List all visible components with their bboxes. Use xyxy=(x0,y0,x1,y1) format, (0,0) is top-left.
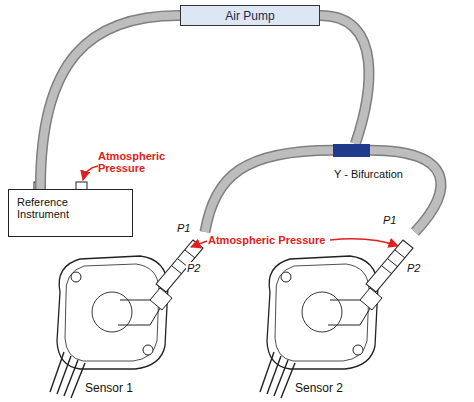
air-tube xyxy=(370,150,441,232)
pressure-sensor xyxy=(260,240,413,398)
pressure-arrow xyxy=(83,166,98,180)
node-label: Sensor 1 xyxy=(85,381,133,395)
tube-stroke xyxy=(40,15,180,189)
tube-stroke xyxy=(205,150,333,232)
tube-stroke xyxy=(205,150,333,232)
node-label: Y - Bifurcation xyxy=(334,168,403,180)
pump-box: Air Pump xyxy=(180,5,320,26)
port-label: P1 xyxy=(382,214,397,226)
node-label: Air Pump xyxy=(225,9,274,23)
air-tube xyxy=(40,15,180,189)
pressure-sensor xyxy=(50,240,203,398)
tube-stroke xyxy=(320,15,369,143)
bifurcation-block xyxy=(333,144,370,157)
port-label: P2 xyxy=(186,262,201,274)
sensor: Sensor 2 xyxy=(255,225,430,400)
pressure-arrow xyxy=(330,239,398,246)
tube-stroke xyxy=(370,150,441,232)
tube-stroke xyxy=(40,15,180,189)
port-label: P1 xyxy=(176,222,191,234)
port-label: P2 xyxy=(406,262,421,274)
pressure-arrow xyxy=(191,241,207,247)
sensor: Sensor 1 xyxy=(45,225,220,400)
air-tube xyxy=(205,150,333,232)
pressure-note: Atmospheric Pressure xyxy=(208,234,325,246)
node-label: Reference Instrument xyxy=(17,196,87,220)
node-label: Sensor 2 xyxy=(295,381,343,395)
junction: Y - Bifurcation xyxy=(320,143,442,185)
tube-stroke xyxy=(370,150,441,232)
instrument-box: Reference Instrument xyxy=(8,189,133,237)
pressure-note: Atmospheric Pressure xyxy=(98,150,178,174)
air-tube xyxy=(320,15,369,143)
tube-stroke xyxy=(320,15,369,143)
